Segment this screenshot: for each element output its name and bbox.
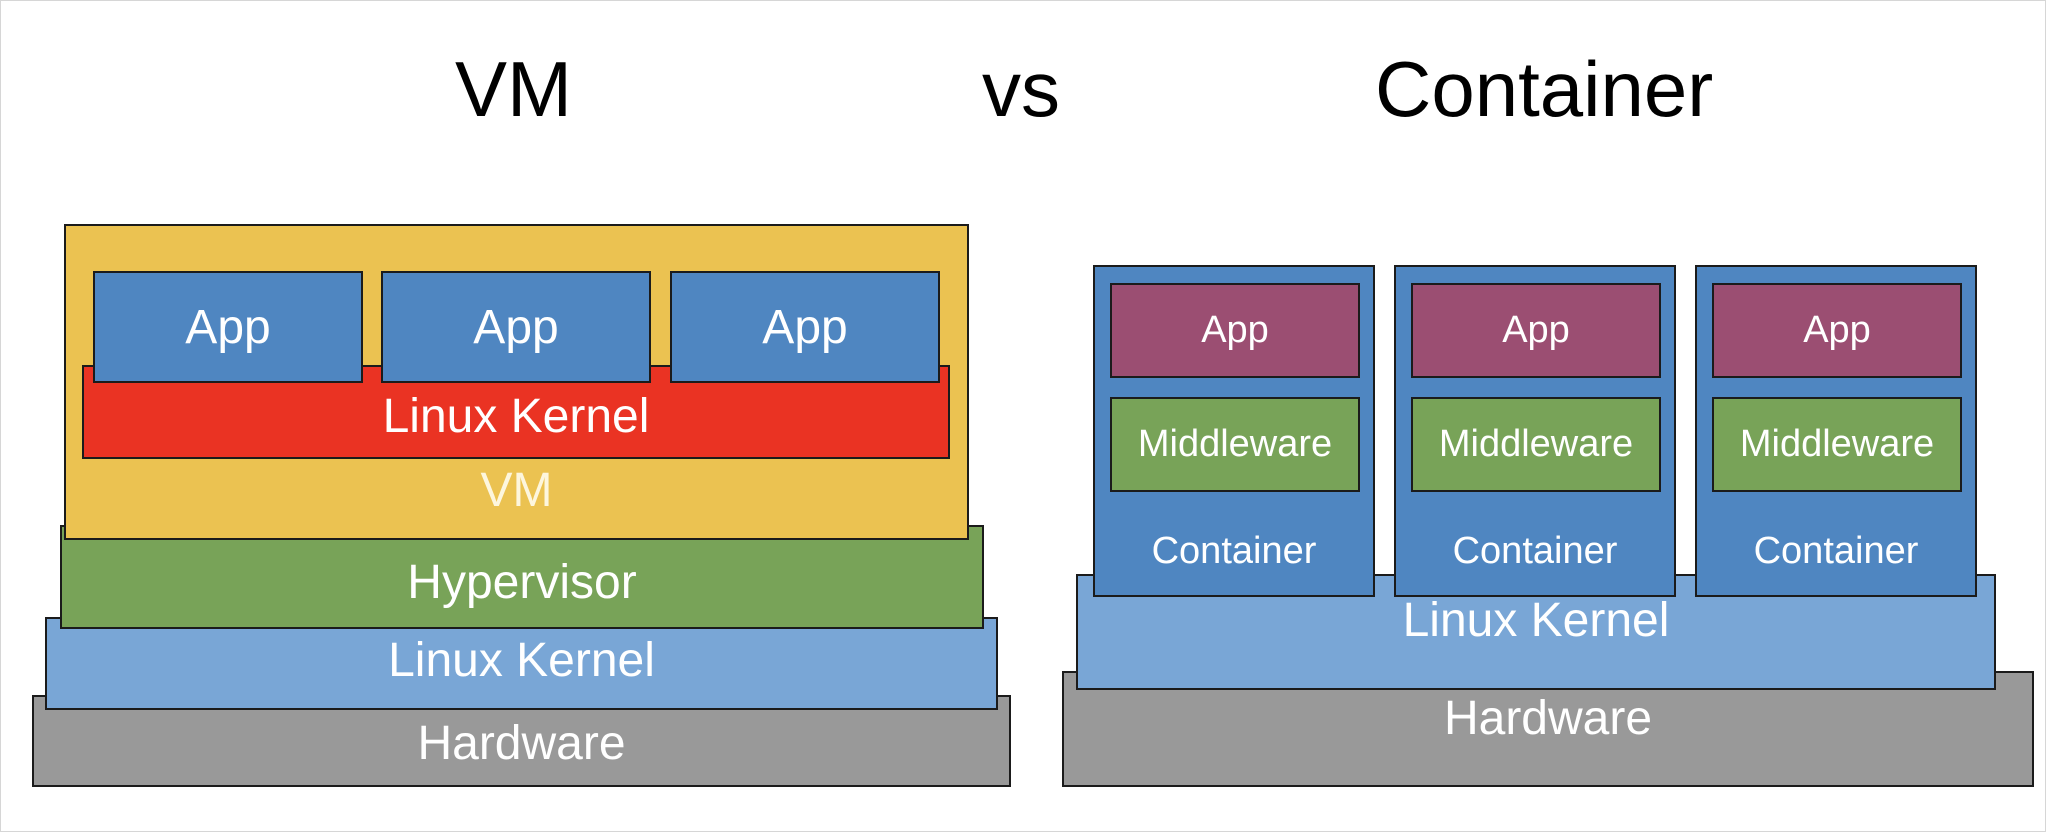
vm-host-kernel-layer: Linux Kernel [45,617,998,710]
hypervisor-layer: Hypervisor [60,525,984,629]
container-1-app: App [1110,283,1360,378]
vm-app-box-2: App [381,271,651,383]
container-3-app: App [1712,283,1962,378]
vs-title: vs [982,45,1060,133]
container-2-label: Container [1452,530,1618,572]
vm-title: VM [455,45,572,133]
container-3-label: Container [1753,530,1919,572]
container-2-middleware: Middleware [1411,397,1661,492]
container-hardware-layer: Hardware [1062,671,2034,787]
container-1-label: Container [1151,530,1317,572]
container-2-app: App [1411,283,1661,378]
container-3-middleware: Middleware [1712,397,1962,492]
vm-app-box-3: App [670,271,940,383]
vm-app-box-1: App [93,271,363,383]
container-title: Container [1375,45,1714,133]
container-1-middleware: Middleware [1110,397,1360,492]
vm-label: VM [480,464,553,517]
